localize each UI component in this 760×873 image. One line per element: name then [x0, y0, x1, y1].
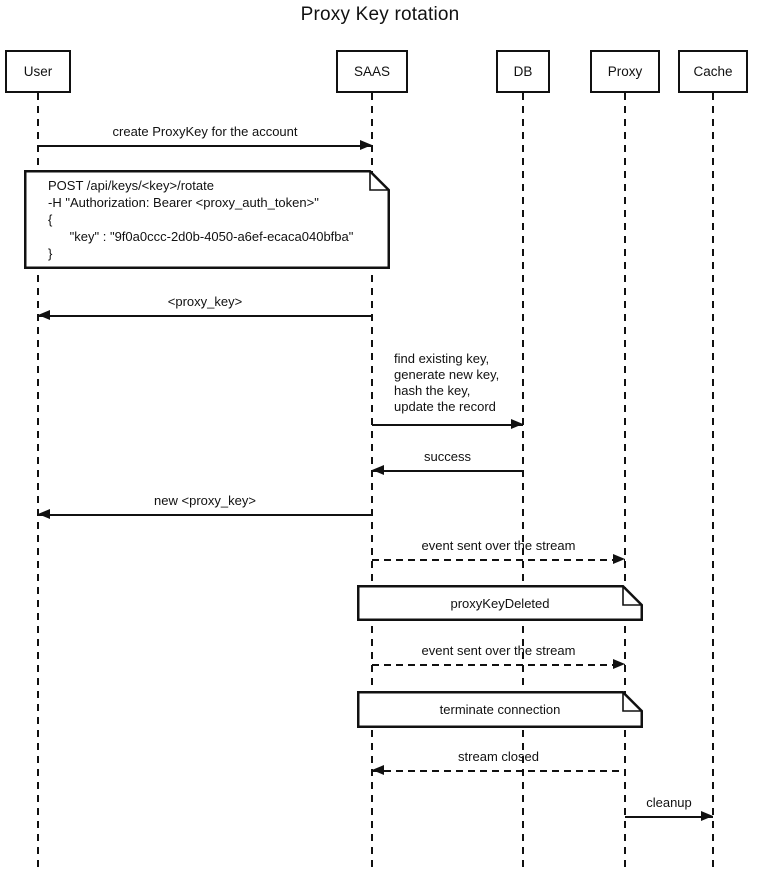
note-line: {: [48, 212, 53, 227]
actor-label: Cache: [693, 64, 733, 79]
actor-label: DB: [513, 64, 533, 79]
note-shape: [357, 585, 643, 621]
arrowhead-icon-create-proxykey: [360, 140, 372, 150]
message-label-create-proxykey: create ProxyKey for the account: [112, 124, 298, 139]
page-title: Proxy Key rotation: [300, 4, 460, 25]
note-shape: [357, 691, 643, 728]
message-label-event-stream-1: event sent over the stream: [421, 538, 576, 553]
actor-user: User: [5, 50, 71, 93]
arrowhead-icon-event-stream-2: [613, 659, 625, 669]
actor-saas: SAAS: [336, 50, 408, 93]
lifeline-proxy: [624, 93, 626, 871]
message-label-success: success: [424, 449, 471, 464]
note-line: terminate connection: [439, 702, 561, 717]
actor-proxy: Proxy: [590, 50, 660, 93]
message-label-new-proxy-key: new <proxy_key>: [154, 493, 256, 508]
note-line: }: [48, 246, 53, 261]
lifeline-user: [37, 93, 39, 871]
message-line-cleanup: [625, 816, 713, 818]
message-line-proxy-key-return: [38, 315, 372, 317]
message-line-success: [372, 470, 523, 472]
note-line: "key" : "9f0a0ccc-2d0b-4050-a6ef-ecaca04…: [48, 229, 354, 244]
actor-label: SAAS: [353, 64, 391, 79]
arrowhead-icon-cleanup: [701, 811, 713, 821]
note-shape: [24, 170, 390, 269]
note-line: -H "Authorization: Bearer <proxy_auth_to…: [48, 195, 319, 210]
message-line-stream-closed: [372, 770, 625, 772]
message-line-event-stream-2: [372, 664, 625, 666]
message-label-proxy-key-return: <proxy_key>: [167, 294, 243, 309]
note-terminate-connection: terminate connection: [357, 691, 643, 728]
message-label-event-stream-2: event sent over the stream: [421, 643, 576, 658]
lifeline-cache: [712, 93, 714, 871]
message-label-update-record: find existing key, generate new key, has…: [394, 351, 500, 414]
note-text-terminate-connection: terminate connection: [357, 691, 643, 728]
message-line-update-record: [372, 424, 523, 426]
message-label-cleanup: cleanup: [646, 795, 692, 810]
arrowhead-icon-stream-closed: [372, 765, 384, 775]
note-line: POST /api/keys/<key>/rotate: [48, 178, 214, 193]
arrowhead-icon-proxy-key-return: [38, 310, 50, 320]
message-line-new-proxy-key: [38, 514, 372, 516]
arrowhead-icon-success: [372, 465, 384, 475]
actor-cache: Cache: [678, 50, 748, 93]
arrowhead-icon-update-record: [511, 419, 523, 429]
actor-label: User: [23, 64, 53, 79]
note-line: proxyKeyDeleted: [450, 595, 550, 611]
note-rotate-request: POST /api/keys/<key>/rotate -H "Authoriza…: [24, 170, 390, 269]
note-text-proxy-key-deleted: proxyKeyDeleted: [357, 585, 643, 621]
note-text-rotate-request: POST /api/keys/<key>/rotate -H "Authoriza…: [24, 170, 390, 269]
arrowhead-icon-new-proxy-key: [38, 509, 50, 519]
message-label-stream-closed: stream closed: [458, 749, 539, 764]
lifeline-db: [522, 93, 524, 871]
message-line-create-proxykey: [38, 145, 372, 147]
actor-label: Proxy: [607, 64, 643, 79]
lifeline-saas: [371, 93, 373, 871]
message-line-event-stream-1: [372, 559, 625, 561]
actor-db: DB: [496, 50, 550, 93]
note-proxy-key-deleted: proxyKeyDeleted: [357, 585, 643, 621]
arrowhead-icon-event-stream-1: [613, 554, 625, 564]
